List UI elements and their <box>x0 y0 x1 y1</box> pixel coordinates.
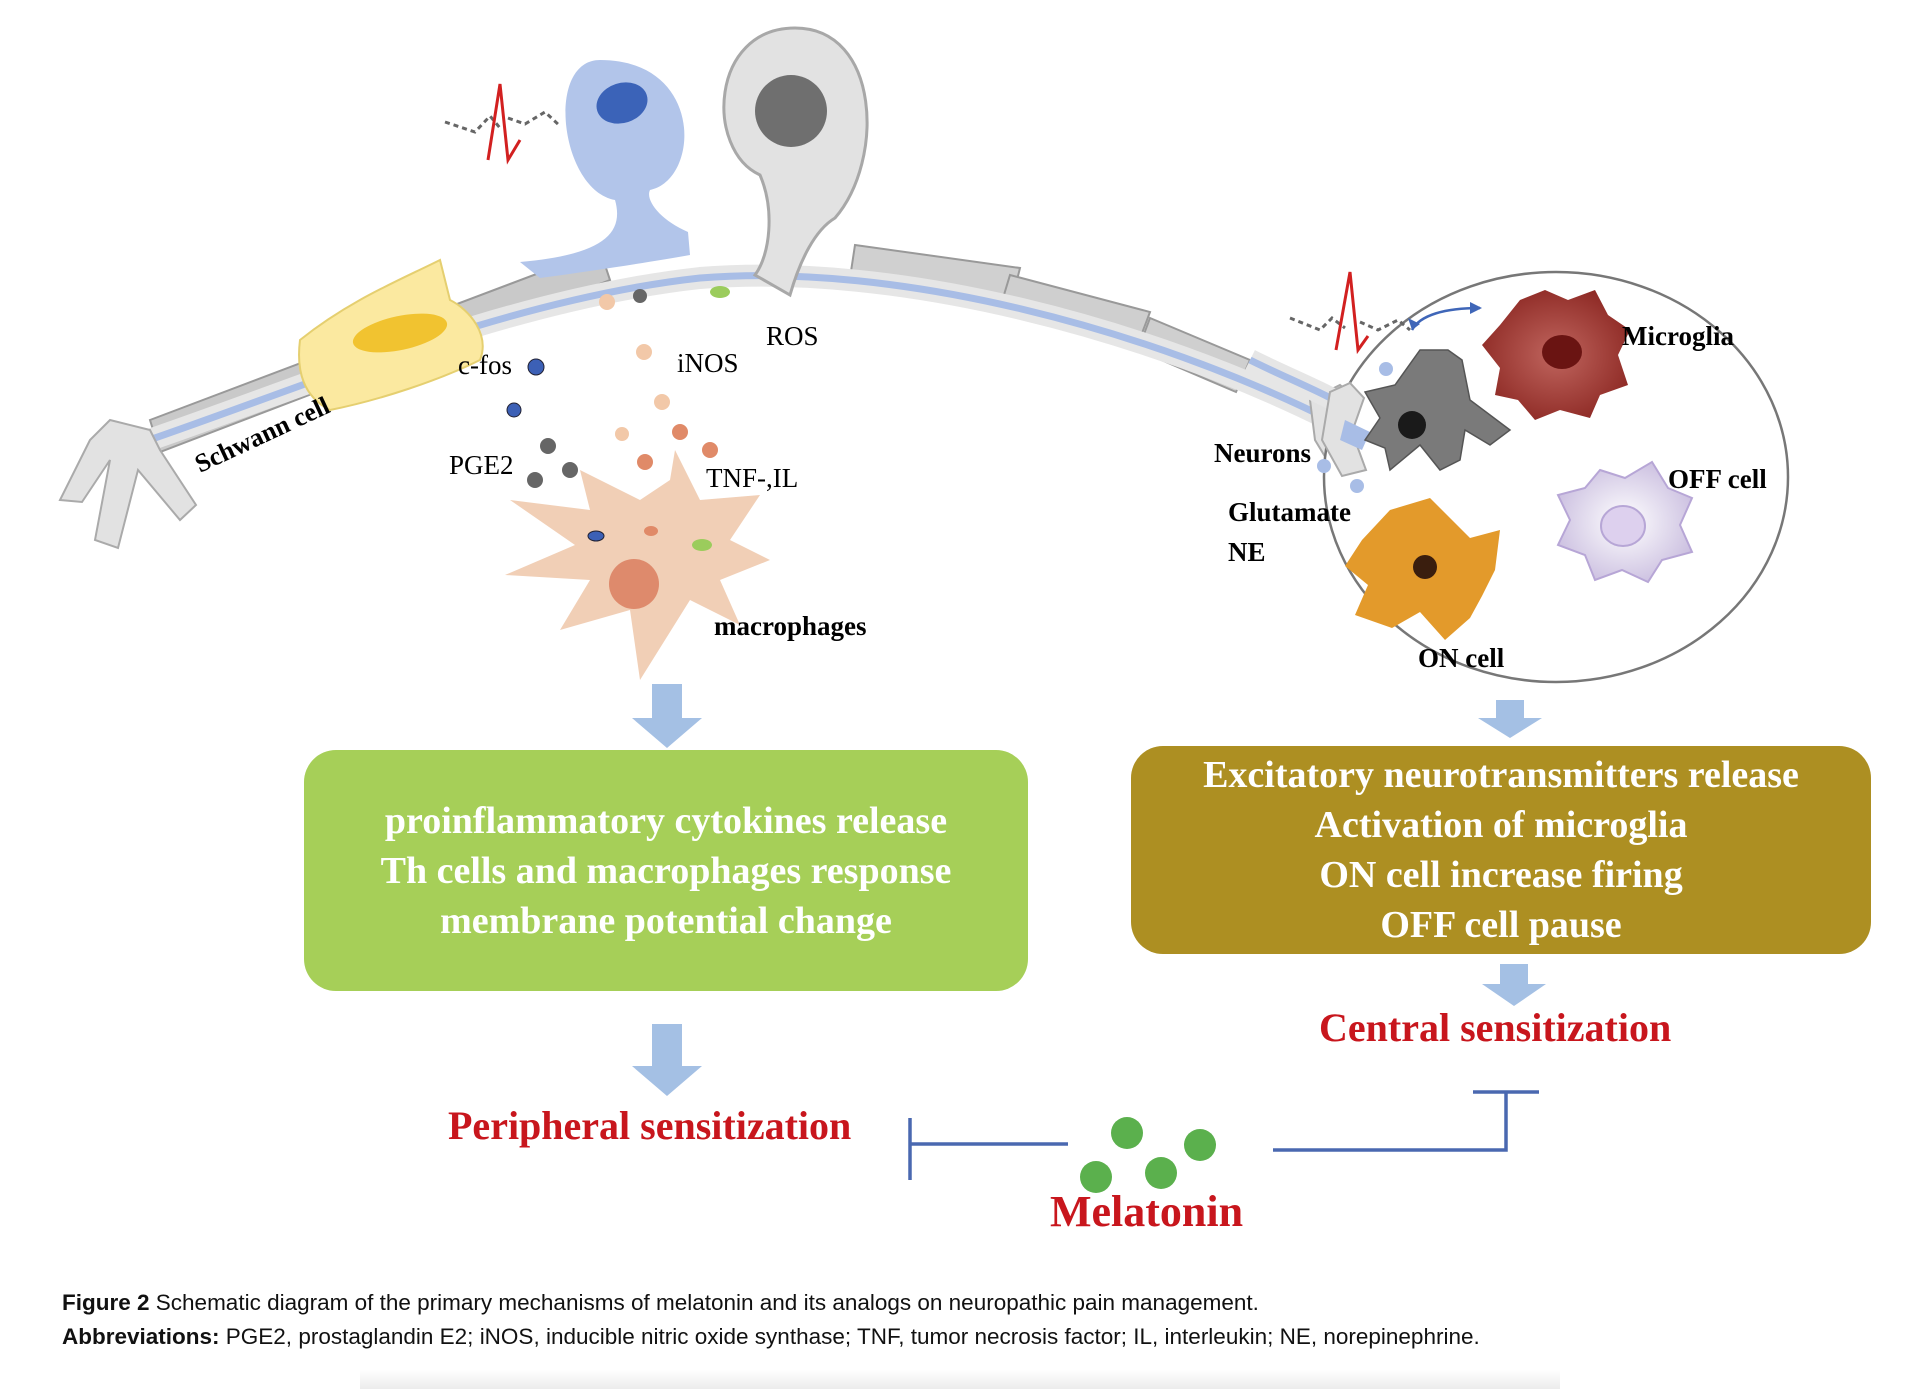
inhibit-central <box>1273 1090 1539 1152</box>
arrow-down-circle <box>1478 700 1542 738</box>
schwann-cell <box>298 258 484 412</box>
peripheral-line-3: membrane potential change <box>440 899 892 942</box>
inhibition-lines <box>908 1090 1539 1180</box>
peripheral-line-2: Th cells and macrophages response <box>380 849 952 892</box>
label-microglia: Microglia <box>1622 321 1734 351</box>
figure-description: Schematic diagram of the primary mechani… <box>149 1290 1259 1315</box>
sensory-neuron-grey <box>722 26 869 298</box>
abbreviations-text: PGE2, prostaglandin E2; iNOS, inducible … <box>219 1324 1480 1349</box>
label-ne: NE <box>1228 537 1266 567</box>
caption-line-1: Figure 2 Schematic diagram of the primar… <box>62 1286 1862 1320</box>
figure-number: Figure 2 <box>62 1290 150 1315</box>
central-line-3: ON cell increase firing <box>1319 854 1683 896</box>
label-pge2: PGE2 <box>449 450 514 480</box>
arrow-down-macrophage <box>632 684 702 748</box>
page-bottom-shade <box>360 1370 1560 1389</box>
peripheral-sensitization-label: Peripheral sensitization <box>448 1103 852 1148</box>
label-neurons: Neurons <box>1214 438 1311 468</box>
central-labels: Microglia Neurons Glutamate NE OFF cell … <box>1214 321 1767 673</box>
macrophage-cell <box>505 450 770 680</box>
label-tnf-il: TNF-,IL <box>706 463 798 493</box>
central-nervous-system-panel <box>1245 270 1790 684</box>
melatonin-molecules <box>1080 1117 1216 1193</box>
arrow-down-left-box <box>632 1024 702 1096</box>
inhibit-peripheral <box>908 1118 1068 1180</box>
central-line-2: Activation of microglia <box>1314 804 1688 846</box>
mediator-particles <box>506 286 730 488</box>
sensory-neuron-blue <box>520 60 690 278</box>
label-off-cell: OFF cell <box>1668 464 1767 494</box>
label-macrophages: macrophages <box>714 611 867 641</box>
label-inos: iNOS <box>677 348 739 378</box>
label-cfos: c-fos <box>458 350 512 380</box>
peripheral-mechanisms-box: proinflammatory cytokines release Th cel… <box>304 750 1028 991</box>
melatonin-label: Melatonin <box>1050 1187 1244 1236</box>
peripheral-line-1: proinflammatory cytokines release <box>384 799 948 842</box>
arrow-down-right-box <box>1482 964 1546 1006</box>
caption-line-2: Abbreviations: PGE2, prostaglandin E2; i… <box>62 1320 1862 1354</box>
action-potential-icon <box>444 83 562 165</box>
central-mechanisms-box: Excitatory neurotransmitters release Act… <box>1131 746 1871 954</box>
label-glutamate: Glutamate <box>1228 497 1351 527</box>
label-ros: ROS <box>766 321 819 351</box>
flow-arrows <box>632 684 1546 1096</box>
abbreviations-label: Abbreviations: <box>62 1324 220 1349</box>
label-on-cell: ON cell <box>1418 643 1505 673</box>
central-sensitization-label: Central sensitization <box>1319 1005 1672 1050</box>
central-line-1: Excitatory neurotransmitters release <box>1203 754 1799 796</box>
central-line-4: OFF cell pause <box>1380 904 1622 946</box>
figure-caption: Figure 2 Schematic diagram of the primar… <box>62 1286 1862 1354</box>
